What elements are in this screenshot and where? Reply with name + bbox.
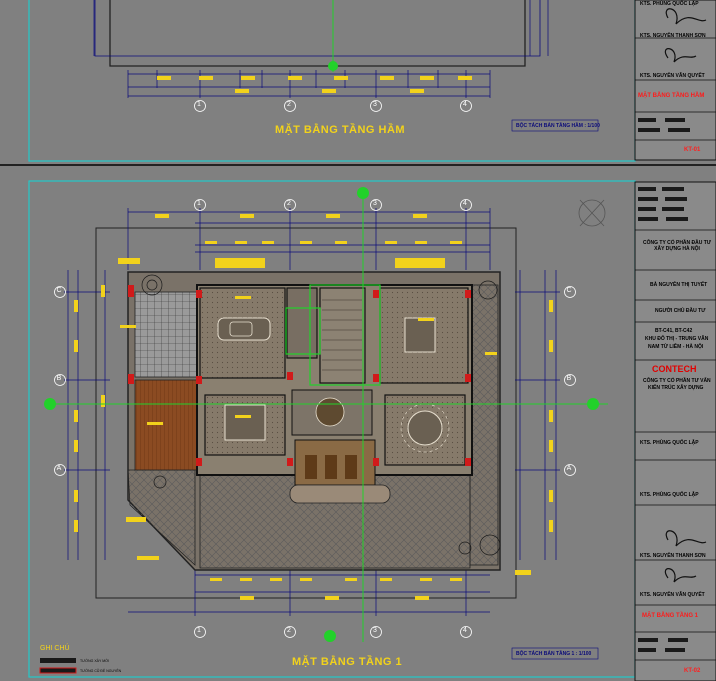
- sheet-number: KT-01: [684, 147, 701, 153]
- legend-item: TƯỜNG XÂY MỚI: [80, 659, 110, 663]
- architect-name: KTS. NGUYỄN VĂN QUYẾT: [640, 73, 705, 79]
- grid-label: 3: [373, 627, 377, 634]
- brand-subtitle: CÔNG TY CỔ PHẦN TƯ VẤN: [643, 378, 711, 384]
- north-arrow-icon: [578, 199, 606, 227]
- company-name: CÔNG TY CỔ PHẦN ĐẦU TƯ XÂY DỰNG HÀ NỘI: [643, 240, 711, 252]
- grid-label: B: [56, 375, 62, 382]
- signature-icon: [665, 8, 707, 25]
- grid-label: C: [56, 287, 62, 294]
- architect-name: KTS. PHÙNG QUỐC LẬP: [640, 1, 699, 7]
- title-block-frame: [634, 0, 716, 681]
- signature-icon: [664, 48, 697, 63]
- brand-subtitle: KIẾN TRÚC XÂY DỰNG: [648, 385, 704, 391]
- legend-item: TƯỜNG CŨ ĐỂ NGUYÊN: [80, 669, 122, 673]
- architect-name: KTS. NGUYỄN VĂN QUYẾT: [640, 592, 705, 598]
- drawing-name: MẶT BẰNG TẦNG 1: [642, 613, 698, 619]
- grid-label: 2: [287, 200, 291, 207]
- sheet-number: KT-02: [684, 668, 701, 674]
- grid-label: 1: [197, 627, 201, 634]
- project-address: BT-C41, BT-C42: [655, 328, 693, 334]
- sheet-title-lower: MẶT BẰNG TẦNG 1: [292, 656, 403, 668]
- grid-label: B: [566, 375, 572, 382]
- car-icon: [217, 317, 271, 341]
- owner-name: BÀ NGUYỄN THỊ TUYẾT: [650, 282, 708, 288]
- project-address: NAM TỪ LIÊM - HÀ NỘI: [648, 344, 704, 350]
- architect-name: KTS. PHÙNG QUỐC LẬP: [640, 492, 699, 498]
- scale-note-upper: BỘC TÁCH BẢN TẦNG HẦM : 1/100: [516, 123, 600, 129]
- grid-label: A: [566, 465, 572, 472]
- signature-icon: [664, 568, 697, 583]
- project-address: KHU ĐÔ THỊ - TRUNG VĂN: [645, 336, 709, 342]
- drawing-name: MẶT BẰNG TẦNG HẦM: [638, 93, 705, 99]
- grid-label: 1: [197, 101, 201, 108]
- grid-label: 4: [463, 101, 467, 108]
- architect-name: KTS. PHÙNG QUỐC LẬP: [640, 440, 699, 446]
- grid-label: 2: [287, 101, 291, 108]
- grid-label: 2: [287, 627, 291, 634]
- brand-logo: CONTECH: [652, 364, 697, 374]
- project-lead: NGƯỜI CHỦ ĐẦU TƯ: [655, 308, 706, 314]
- grid-label: 1: [197, 200, 201, 207]
- grid-label: C: [566, 287, 572, 294]
- grid-label: 3: [373, 200, 377, 207]
- grid-label: A: [56, 465, 62, 472]
- architect-name: KTS. NGUYỄN THANH SƠN: [640, 33, 706, 39]
- grid-label: 3: [373, 101, 377, 108]
- architect-name: KTS. NGUYỄN THANH SƠN: [640, 553, 706, 559]
- scale-note-lower: BỘC TÁCH BẢN TẦNG 1 : 1/100: [516, 651, 592, 657]
- legend-title: GHI CHÚ: [40, 645, 70, 652]
- sheet-upper: [0, 0, 716, 166]
- signature-icon: [665, 530, 707, 547]
- sheet-lower: [28, 180, 636, 678]
- sheet-title-upper: MẶT BẰNG TẦNG HẦM: [275, 124, 406, 136]
- grid-label: 4: [463, 627, 467, 634]
- grid-label: 4: [463, 200, 467, 207]
